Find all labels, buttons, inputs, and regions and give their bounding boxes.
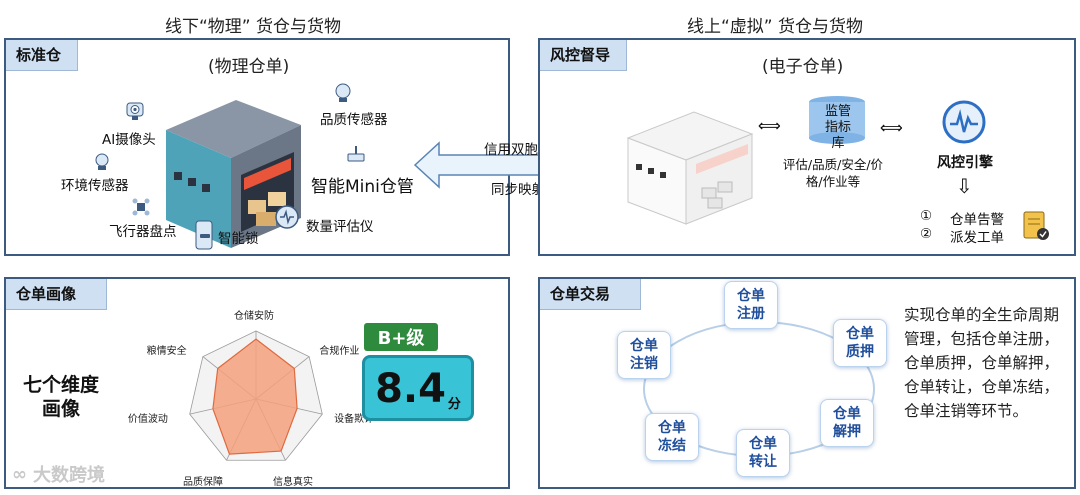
virtual-warehouse-icon bbox=[626, 111, 754, 225]
cycle-node-cancel[interactable]: 仓单注销 bbox=[617, 331, 671, 379]
panel-tag: 仓单画像 bbox=[6, 279, 108, 310]
panel-subtitle: (物理仓单) bbox=[208, 57, 290, 77]
label-drone: 飞行器盘点 bbox=[109, 224, 177, 240]
sensor-icon bbox=[95, 153, 109, 170]
step-2-num: ② bbox=[920, 226, 933, 242]
radar-axis-label: 粮情安全 bbox=[146, 345, 187, 357]
work-order-icon bbox=[1023, 211, 1049, 240]
score-unit: 分 bbox=[447, 397, 461, 412]
cycle-node-transfer[interactable]: 仓单转让 bbox=[736, 429, 790, 477]
cycle-node-release[interactable]: 仓单解押 bbox=[820, 399, 874, 447]
step-2-text: 派发工单 bbox=[950, 230, 1004, 246]
heading-offline: 线下“物理” 货仓与货物 bbox=[165, 17, 342, 37]
radar-axis-label: 价值波动 bbox=[127, 413, 168, 425]
watermark-logo-icon: ∞ bbox=[12, 463, 27, 485]
router-icon bbox=[347, 146, 365, 162]
panel-standard-warehouse: 标准仓 (物理仓单) AI摄像头 环境传感器 飞行器盘点 智能锁 品质 bbox=[4, 38, 510, 256]
label-ai-camera: AI摄像头 bbox=[102, 132, 156, 148]
arrow-down-icon: ⇩ bbox=[956, 174, 973, 198]
bridge-label-bottom: 同步映射 bbox=[491, 182, 545, 198]
trading-description: 实现仓单的全生命周期管理，包括仓单注册，仓单质押，仓单解押，仓单转让，仓单冻结，… bbox=[904, 306, 1060, 420]
smart-lock-icon bbox=[195, 220, 213, 250]
radar-axis-label: 信息真实 bbox=[272, 477, 313, 489]
step-1-text: 仓单告警 bbox=[950, 212, 1004, 228]
panel-risk-control: 风控督导 (电子仓单) ⟺ 监管指标库 ⟺ 评估/品质/安全/价格/作业等 风控… bbox=[538, 38, 1076, 256]
warehouse-icon bbox=[166, 100, 301, 248]
label-quality-sensor: 品质传感器 bbox=[320, 112, 388, 128]
ai-camera-icon bbox=[126, 102, 144, 120]
radar-area bbox=[212, 338, 298, 455]
label-indicator-db: 监管指标库 bbox=[824, 104, 851, 151]
bridge-label-top: 信用双胞胎 bbox=[484, 142, 552, 158]
panel-tag: 风控督导 bbox=[540, 40, 628, 71]
radar-axis-label: 合规作业 bbox=[319, 345, 360, 357]
cycle-node-freeze[interactable]: 仓单冻结 bbox=[645, 413, 699, 461]
radar-axis-label: 仓储安防 bbox=[234, 311, 274, 322]
quantity-meter-icon bbox=[275, 205, 299, 229]
score-box: 8.4 分 bbox=[362, 355, 474, 421]
label-risk-engine: 风控引擎 bbox=[937, 155, 993, 171]
grade-badge: B+级 bbox=[364, 323, 438, 351]
label-mini-manager: 智能Mini仓管 bbox=[311, 177, 414, 197]
panel-subtitle: (电子仓单) bbox=[762, 57, 844, 77]
panel-tag: 仓单交易 bbox=[540, 279, 642, 310]
label-quantity-meter: 数量评估仪 bbox=[306, 219, 374, 235]
label-smart-lock: 智能锁 bbox=[218, 231, 259, 247]
score-value: 8.4 bbox=[375, 366, 446, 412]
radar-axis-label: 设备欺诈 bbox=[334, 413, 375, 425]
panel-tag: 标准仓 bbox=[6, 40, 79, 71]
quality-sensor-icon bbox=[335, 83, 351, 102]
risk-engine-icon bbox=[942, 100, 986, 144]
step-1-num: ① bbox=[920, 208, 933, 224]
radar-chart bbox=[189, 330, 323, 461]
cycle-node-pledge[interactable]: 仓单质押 bbox=[833, 319, 887, 367]
label-seven-dimensions: 七个维度画像 bbox=[22, 374, 99, 420]
database-icon bbox=[809, 96, 865, 144]
radar-axis-label: 品质保障 bbox=[183, 477, 224, 489]
arrow-left-right: ⟺ bbox=[758, 116, 781, 135]
drone-icon bbox=[132, 198, 150, 216]
cycle-node-register[interactable]: 仓单注册 bbox=[724, 281, 778, 329]
panel-receipt-portrait: 仓单画像 七个维度画像 仓储安防合规作业设备欺诈信息真实 品质保障 价值波动 粮情安全… bbox=[4, 277, 510, 489]
arrow-left-right-2: ⟺ bbox=[880, 118, 903, 137]
watermark: ∞ 大数跨境 bbox=[12, 463, 105, 487]
label-env-sensor: 环境传感器 bbox=[61, 178, 129, 194]
panel-receipt-trading: 仓单交易 仓单注册 仓单质押 仓单解押 仓单转让 仓单冻结 仓单注销 实现仓单的… bbox=[538, 277, 1076, 489]
heading-online: 线上“虚拟” 货仓与货物 bbox=[687, 17, 864, 37]
label-criteria: 评估/品质/安全/价格/作业等 bbox=[782, 157, 884, 189]
